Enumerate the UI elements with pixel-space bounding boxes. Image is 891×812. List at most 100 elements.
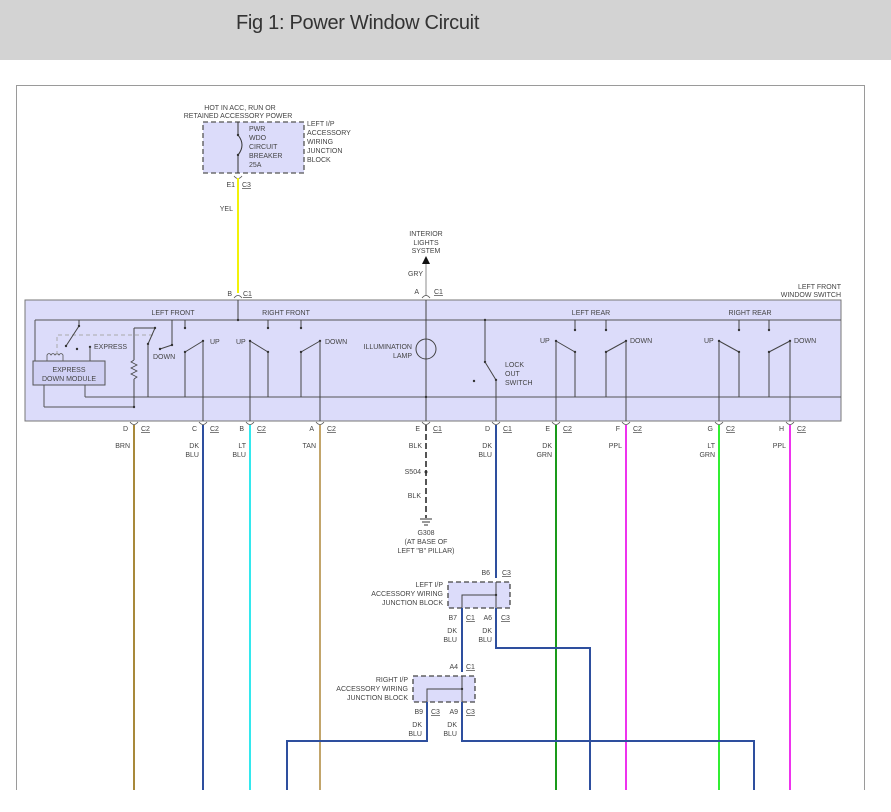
splice-label: S504 bbox=[405, 469, 421, 476]
left-ip-label-3: JUNCTION BLOCK bbox=[382, 600, 443, 607]
output-pin-2: C bbox=[192, 426, 197, 433]
right-ip-out1-label-2: BLU bbox=[408, 731, 422, 738]
output-color-label-7: DK bbox=[542, 443, 552, 450]
right-ip-out2-connector: C3 bbox=[466, 709, 475, 716]
block-label-1: LEFT I/P bbox=[307, 121, 335, 128]
dk-blu-route-2 bbox=[495, 608, 591, 790]
output-pin-1: D bbox=[123, 426, 128, 433]
left-ip-out2-connector: C3 bbox=[501, 615, 510, 622]
relay-coil-icon bbox=[46, 353, 64, 361]
circuit-breaker-box bbox=[202, 121, 305, 174]
circuit-breaker-group: HOT IN ACC, RUN OR RETAINED ACCESSORY PO… bbox=[184, 105, 351, 189]
section-right-rear: RIGHT REAR bbox=[728, 310, 771, 317]
output-color-label-6: DK bbox=[482, 443, 492, 450]
circuit-breaker-symbol bbox=[237, 134, 243, 156]
output-color-label-2: DK bbox=[189, 443, 199, 450]
ground-icon bbox=[420, 518, 432, 526]
output-connector-9: C2 bbox=[726, 426, 735, 433]
breaker-label-5: 25A bbox=[249, 162, 262, 169]
diagram-frame bbox=[16, 85, 865, 790]
output-connector-3: C2 bbox=[257, 426, 266, 433]
figure-title: Fig 1: Power Window Circuit bbox=[236, 12, 480, 34]
output-color-label-1: BRN bbox=[115, 443, 130, 450]
ground-wire-label: BLK bbox=[408, 493, 422, 500]
left-ip-in-pin: B6 bbox=[481, 570, 490, 577]
switch-input-b-pin: B bbox=[227, 291, 232, 298]
output-pin-5: E bbox=[415, 426, 420, 433]
breaker-label-2: WDO bbox=[249, 135, 267, 142]
right-ip-out2-label-2: BLU bbox=[443, 731, 457, 738]
ground-group: S504 BLK G308 (AT BASE OF LEFT "B" PILLA… bbox=[398, 469, 455, 555]
ground-location-2: LEFT "B" PILLAR) bbox=[398, 548, 455, 555]
right-ip-out1-pin: B9 bbox=[414, 709, 423, 716]
switch-title-1: LEFT FRONT bbox=[798, 284, 842, 291]
output-connector-6: C1 bbox=[503, 426, 512, 433]
lr-up-label: UP bbox=[540, 338, 550, 345]
illumination-lamp-icon bbox=[415, 338, 437, 360]
right-ip-out1-connector: C3 bbox=[431, 709, 440, 716]
lock-label-1: LOCK bbox=[505, 362, 524, 369]
breaker-label-1: PWR bbox=[249, 126, 265, 133]
express-module-label-2: DOWN MODULE bbox=[42, 376, 96, 383]
lamp-label-2: LAMP bbox=[393, 353, 412, 360]
output-connector-4: C2 bbox=[327, 426, 336, 433]
power-note-line-2: RETAINED ACCESSORY POWER bbox=[184, 113, 293, 120]
right-ip-label-3: JUNCTION BLOCK bbox=[347, 695, 408, 702]
output-color-label-8: PPL bbox=[609, 443, 622, 450]
lr-down-label: DOWN bbox=[630, 338, 652, 345]
output-pin-10: H bbox=[779, 426, 784, 433]
interior-lights-group: INTERIOR LIGHTS SYSTEM GRY A C1 bbox=[408, 231, 443, 299]
rr-down-label: DOWN bbox=[794, 338, 816, 345]
output-pin-3: B bbox=[239, 426, 244, 433]
output-connector-8: C2 bbox=[633, 426, 642, 433]
left-ip-label-2: ACCESSORY WIRING bbox=[371, 591, 443, 598]
left-ip-out2-pin: A6 bbox=[483, 615, 492, 622]
block-label-4: JUNCTION bbox=[307, 148, 342, 155]
dk-blu-route-3 bbox=[286, 702, 428, 790]
express-label: EXPRESS bbox=[94, 344, 127, 351]
left-ip-out1-label-1: DK bbox=[447, 628, 457, 635]
output-color-label-9: GRN bbox=[699, 452, 715, 459]
interior-pin: A bbox=[414, 289, 419, 296]
output-connector-7: C2 bbox=[563, 426, 572, 433]
interior-lights-label-2: LIGHTS bbox=[413, 240, 439, 247]
left-ip-out1-pin: B7 bbox=[448, 615, 457, 622]
right-ip-label-2: ACCESSORY WIRING bbox=[336, 686, 408, 693]
right-ip-label-1: RIGHT I/P bbox=[376, 677, 408, 684]
output-color-label-3: BLU bbox=[232, 452, 246, 459]
rr-up-label: UP bbox=[704, 338, 714, 345]
output-color-label-7: GRN bbox=[536, 452, 552, 459]
output-color-label-4: TAN bbox=[303, 443, 316, 450]
section-left-rear: LEFT REAR bbox=[572, 310, 610, 317]
express-module-label-1: EXPRESS bbox=[52, 367, 85, 374]
lock-label-2: OUT bbox=[505, 371, 521, 378]
left-ip-out1-label-2: BLU bbox=[443, 637, 457, 644]
interior-lights-label-1: INTERIOR bbox=[409, 231, 442, 238]
output-pin-6: D bbox=[485, 426, 490, 433]
left-ip-in-connector: C3 bbox=[502, 570, 511, 577]
right-ip-in-pin: A4 bbox=[449, 664, 458, 671]
output-color-label-3: LT bbox=[238, 443, 246, 450]
breaker-label-4: BREAKER bbox=[249, 153, 282, 160]
lock-label-3: SWITCH bbox=[505, 380, 533, 387]
figure-header: Fig 1: Power Window Circuit bbox=[0, 0, 891, 60]
left-ip-out1-connector: C1 bbox=[466, 615, 475, 622]
output-pin-7: E bbox=[545, 426, 550, 433]
right-ip-junction-block: A4 C1 RIGHT I/P ACCESSORY WIRING JUNCTIO… bbox=[336, 664, 476, 738]
right-ip-out2-label-1: DK bbox=[447, 722, 457, 729]
arrow-up-icon bbox=[422, 256, 430, 264]
resistor-icon bbox=[130, 359, 138, 380]
ground-location-1: (AT BASE OF bbox=[405, 539, 448, 546]
interior-lights-label-3: SYSTEM bbox=[412, 248, 441, 255]
output-color-label-9: LT bbox=[707, 443, 715, 450]
breaker-pin: E1 bbox=[226, 182, 235, 189]
right-ip-out1-label-1: DK bbox=[412, 722, 422, 729]
lf-down-label: DOWN bbox=[153, 354, 175, 361]
right-ip-in-connector: C1 bbox=[466, 664, 475, 671]
output-pin-4: A bbox=[309, 426, 314, 433]
block-label-3: WIRING bbox=[307, 139, 333, 146]
block-label-5: BLOCK bbox=[307, 157, 331, 164]
output-color-label-2: BLU bbox=[185, 452, 199, 459]
lf-up-label: UP bbox=[210, 339, 220, 346]
